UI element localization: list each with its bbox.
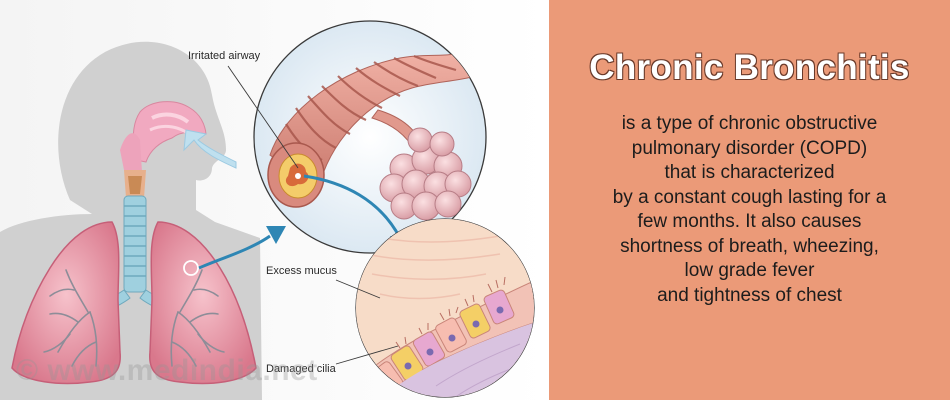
lungs [11, 221, 257, 385]
description-line: low grade fever [684, 260, 815, 281]
tissue-detail-circle [355, 218, 535, 398]
description-line: is a type of chronic obstructive [621, 113, 878, 134]
label-irritated-airway: Irritated airway [188, 50, 261, 62]
description-panel: Chronic Bronchitis is a type of chronic … [549, 0, 950, 400]
zoom-arrow-lung-head [266, 226, 286, 244]
right-lung [149, 221, 257, 385]
zoom-arrow-airway [303, 174, 402, 239]
description-line: that is characterized [664, 162, 835, 183]
description-line: by a constant cough lasting for a [612, 186, 887, 208]
description-line: pulmonary disorder (COPD) [631, 137, 868, 159]
leader-damaged-cilia [335, 345, 399, 365]
description-line: and tightness of chest [657, 284, 842, 306]
basement-membrane [380, 322, 534, 397]
zoom-spot [183, 260, 199, 276]
watermark: © www.medindia.net [16, 354, 318, 387]
panel-title: Chronic Bronchitis [588, 47, 910, 88]
label-excess-mucus: Excess mucus [266, 265, 337, 277]
air-inflow-arrow [183, 129, 237, 169]
nasal-cavity [120, 101, 207, 172]
airway-detail-circle [253, 20, 487, 254]
label-damaged-cilia: Damaged cilia [266, 363, 336, 375]
larynx [124, 170, 146, 198]
leader-excess-mucus [335, 279, 381, 299]
zoom-arrow-lung [198, 234, 271, 270]
panel-description: is a type of chronic obstructive pulmona… [549, 112, 950, 308]
alveoli-cluster [379, 127, 472, 221]
description-line: shortness of breath, wheezing, [620, 235, 879, 257]
description-line: few months. It also causes [637, 211, 862, 232]
damaged-cilia [395, 276, 506, 349]
leader-irritated-airway [227, 65, 299, 169]
